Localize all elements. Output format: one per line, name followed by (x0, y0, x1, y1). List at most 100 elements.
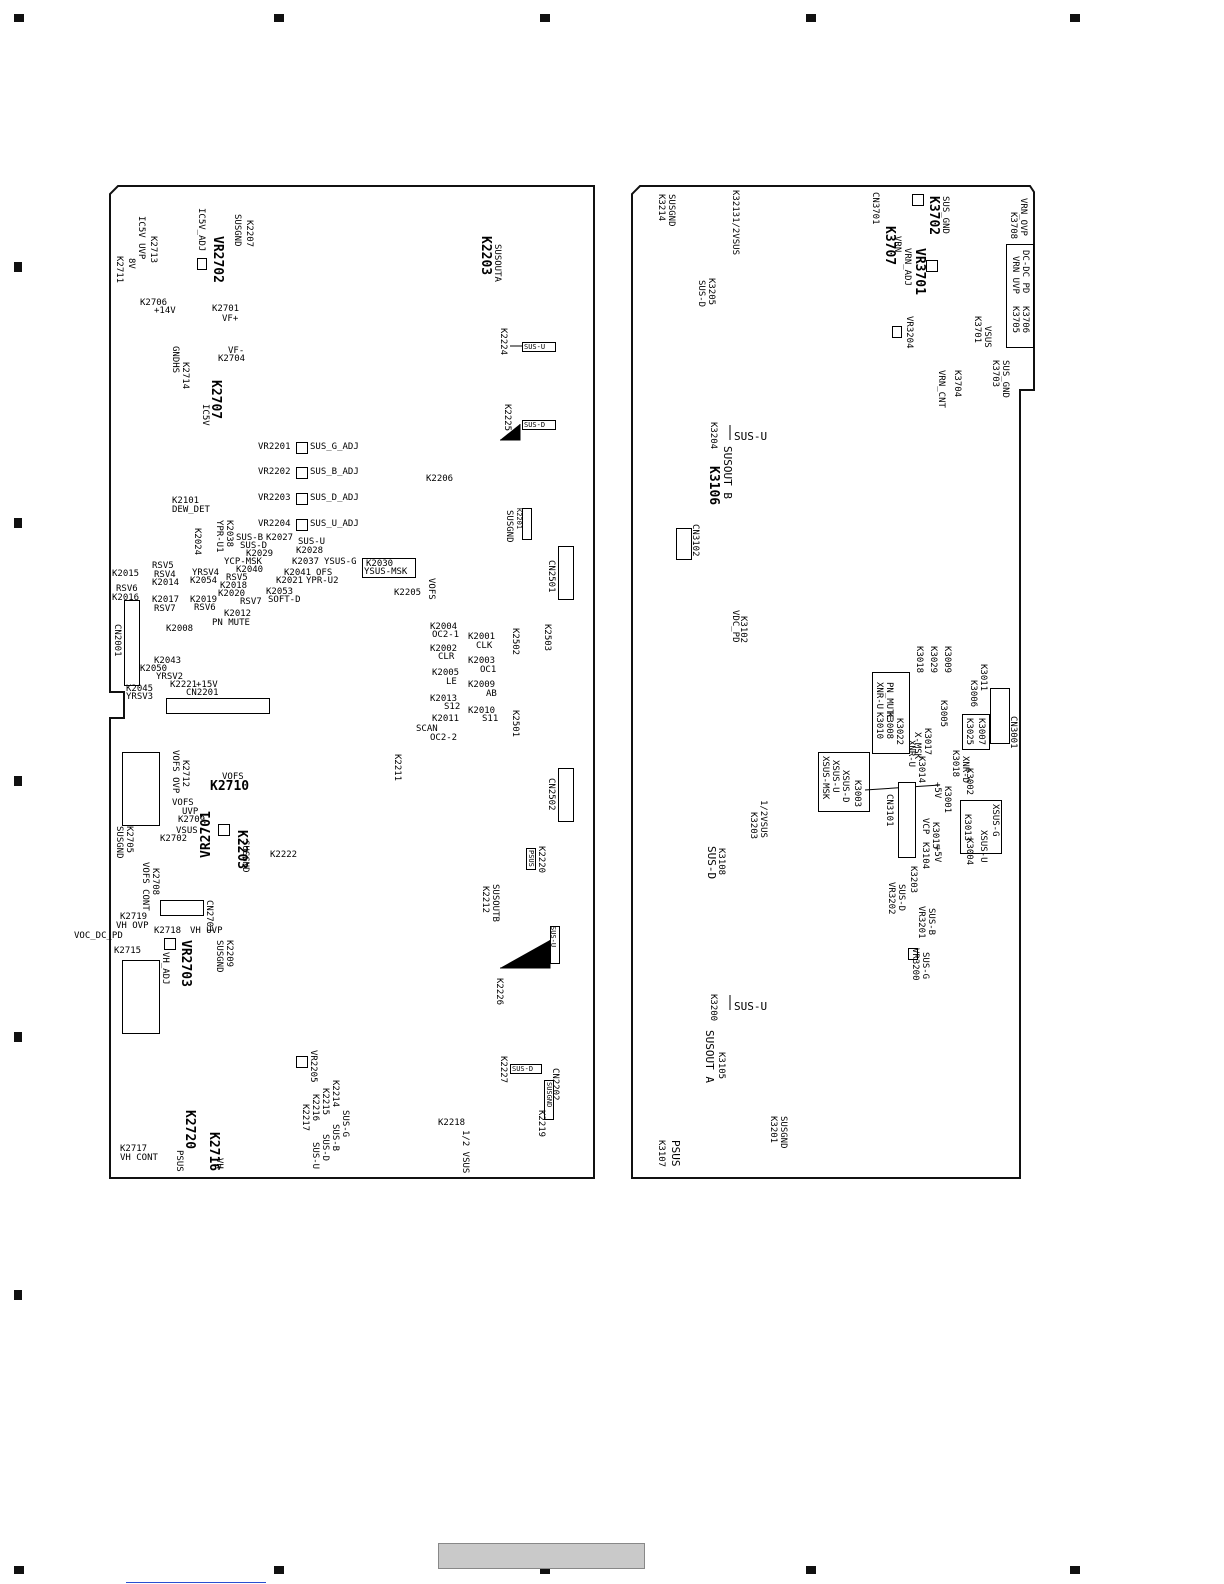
label: XSUS-D (840, 770, 850, 803)
label: CN2502 (546, 778, 556, 811)
label: K3205 (706, 278, 716, 306)
label: SUS_G_ADJ (310, 442, 359, 452)
heatsink-block (122, 752, 160, 826)
label: VR3204 (904, 316, 914, 349)
registration-mark (14, 262, 22, 272)
label: VR2203 (258, 493, 291, 503)
label: SUS_D_ADJ (310, 493, 359, 503)
label: IC5V_ADJ (196, 208, 206, 252)
label: K3204 (708, 422, 718, 450)
label: VH CONT (120, 1153, 158, 1163)
pad-vr3701 (926, 260, 938, 272)
pad-susgnd (522, 508, 532, 540)
label: K3203 (748, 812, 758, 840)
registration-mark (14, 518, 22, 528)
label: K2019 (190, 595, 218, 605)
label: VDC_PD (730, 610, 740, 643)
label: SUS-D (696, 280, 706, 308)
pad-susgnd2 (544, 1080, 554, 1120)
label: K2028 (296, 546, 324, 556)
label: K2715 (114, 946, 142, 956)
label: K2503 (542, 624, 552, 652)
k3025-box (962, 714, 990, 750)
label: K3018 (914, 646, 924, 674)
label: SUS-U (549, 926, 557, 948)
label: YSUS-MSK (364, 567, 408, 577)
label: K2009 (468, 680, 496, 690)
label: K3005 (938, 700, 948, 728)
label: XSUS-U (830, 760, 840, 793)
label: S12 (444, 702, 461, 712)
label: K2212 (480, 886, 490, 914)
label: K2020 (218, 589, 246, 599)
label: YPR-U2 (306, 576, 339, 586)
label: VRN_CNT (936, 370, 946, 408)
label: K3009 (942, 646, 952, 674)
label: VH (214, 1158, 224, 1169)
label: SCAN (416, 724, 438, 734)
label: UVP (182, 807, 199, 817)
label: VH_ADJ (160, 952, 170, 985)
label: K2205 (394, 588, 422, 598)
label: K2211 (392, 754, 402, 782)
connector-cn3101 (898, 782, 916, 858)
label: VR3201 (916, 906, 926, 939)
label: CN2201 (186, 688, 219, 698)
label: YPR-U1 (214, 520, 224, 553)
pad-vr2203 (296, 493, 308, 505)
xsus-g-box (960, 800, 1002, 854)
label: K2030 (366, 559, 394, 569)
footer-link-line (126, 1582, 266, 1583)
label: K2710 (210, 779, 250, 794)
label: VRN_OVP (1018, 198, 1028, 236)
label: SUS_GND (940, 196, 950, 234)
label: PSUS (527, 850, 535, 867)
label: K2225 (502, 404, 512, 432)
label: VRN (892, 236, 902, 253)
registration-mark (14, 1290, 22, 1300)
label: K3104 (920, 842, 930, 870)
label: K3105 (716, 1052, 726, 1080)
label: SUS-U (734, 1000, 768, 1013)
label: VSUS (176, 826, 198, 836)
registration-mark (1070, 1566, 1080, 1574)
label: XNR-U (906, 740, 916, 768)
registration-mark (274, 1566, 284, 1574)
pad-vr2201 (296, 442, 308, 454)
label: K2021 (276, 576, 304, 586)
label: +5V (932, 846, 942, 863)
label: VH OVP (116, 921, 149, 931)
connector-cn2701 (160, 900, 204, 916)
label: K2016 (112, 593, 140, 603)
label: K3004 (964, 838, 974, 866)
label: K3017 (922, 728, 932, 756)
label: SUS-B (330, 1124, 340, 1152)
pad-vr3200 (908, 948, 918, 960)
registration-mark (14, 14, 24, 22)
label: SUS-D (705, 846, 718, 880)
label: K2214 (330, 1080, 340, 1108)
label: VOC_DC_PD (74, 931, 123, 941)
label: K2010 (468, 706, 496, 716)
label: K2008 (166, 624, 194, 634)
label: K3701 (972, 316, 982, 344)
label: SUSGND (504, 510, 514, 543)
label: K2224 (498, 328, 508, 356)
label: 8V (126, 258, 136, 269)
label: K2227 (498, 1056, 508, 1084)
label: XSUS-G (990, 804, 1000, 837)
label: CN3101 (884, 794, 894, 827)
label: CN3701 (870, 192, 880, 225)
label: K2101 (172, 496, 200, 506)
label: SUSGND (545, 1082, 553, 1108)
label: K2050 (140, 664, 168, 674)
label: K3025 (964, 718, 974, 746)
label: VRN_ADJ (902, 248, 912, 286)
label: SUSGND (240, 840, 250, 873)
label: K2708 (150, 868, 160, 896)
label: VOFS (426, 578, 436, 600)
label: RSV6 (116, 584, 138, 594)
label: SUS-D (320, 1134, 330, 1162)
footer-bar (438, 1543, 645, 1569)
pad-susu (522, 342, 556, 352)
